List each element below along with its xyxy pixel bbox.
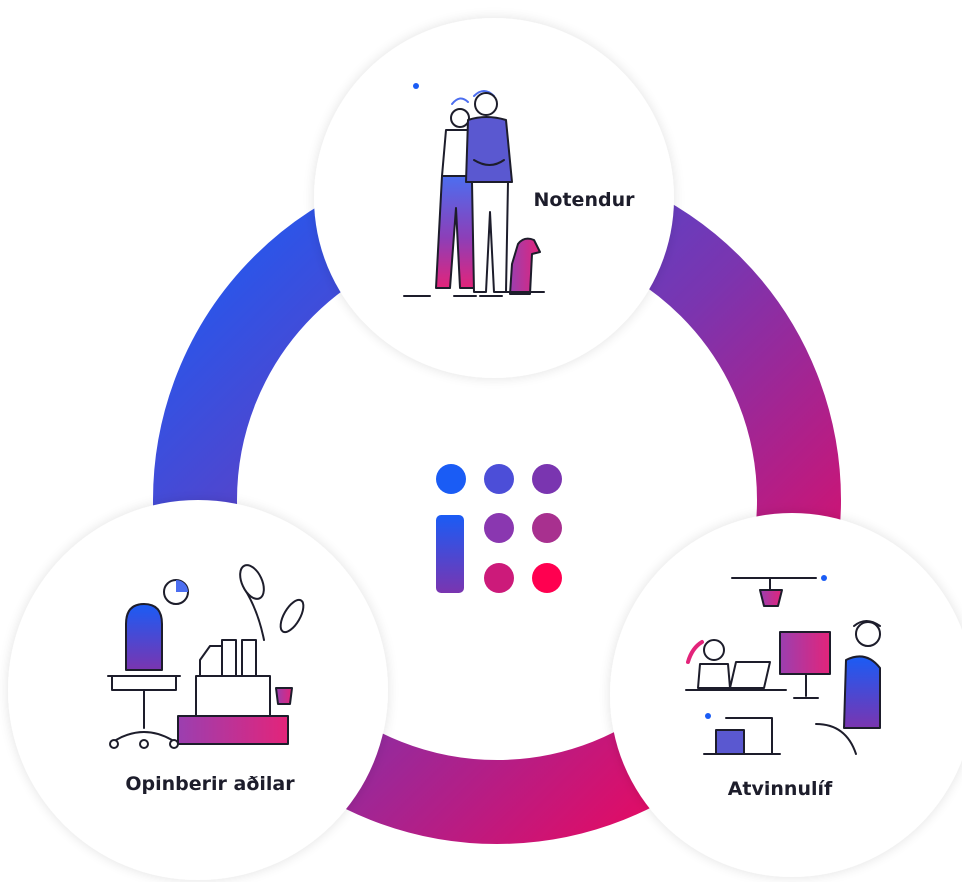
couple-with-dog-icon	[403, 83, 545, 297]
office-desk-icon	[107, 564, 305, 749]
node-label-top: Notendur	[534, 189, 636, 211]
node-label-left: Opinberir aðilar	[125, 773, 295, 795]
node-label-right: Atvinnulíf	[728, 778, 833, 800]
node-circle-right	[610, 513, 962, 877]
workplace-people-icon	[685, 575, 881, 755]
island-is-logo-icon	[436, 464, 562, 593]
